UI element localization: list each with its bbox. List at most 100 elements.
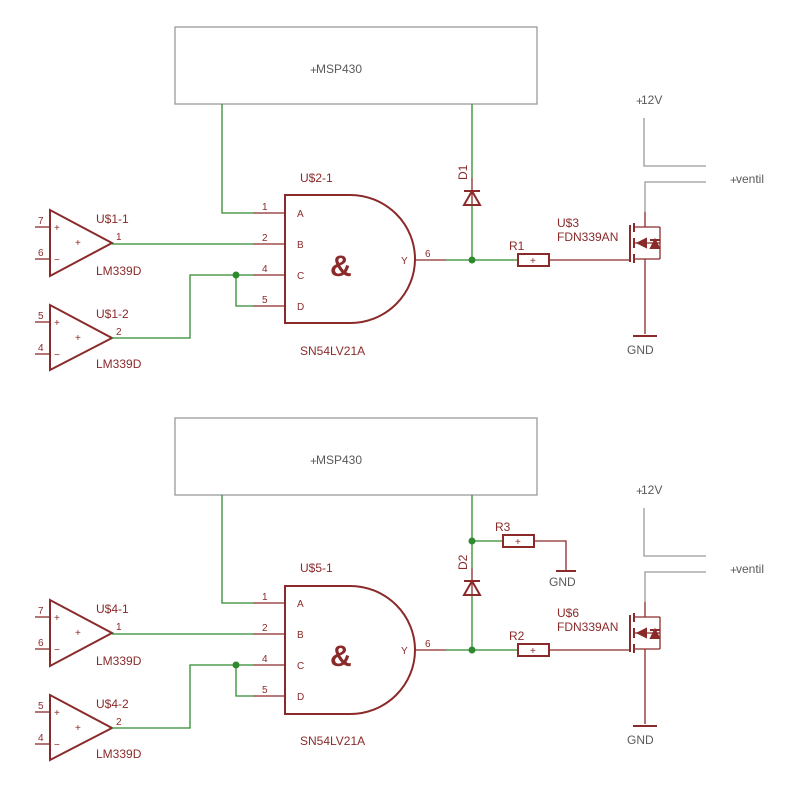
junction-out-2 — [468, 646, 476, 654]
comparator-2-2[interactable] — [49, 693, 115, 762]
resistor-ref-1: R1 — [509, 239, 525, 253]
mcu-block-2[interactable] — [174, 417, 538, 496]
gate-in-b-2: B — [297, 630, 304, 641]
junction-cd-2 — [232, 661, 240, 669]
comp-1-2-pinnum-minus: 6 — [38, 638, 44, 649]
wire-mcu-gate-2 — [221, 495, 253, 604]
gate-pinnum-6-1: 6 — [425, 249, 431, 260]
circuit-1: + MSP430 1 2 4 5 6 A B C D Y & U$2-1 SN5… — [35, 26, 764, 372]
valve-cross-1: + — [730, 173, 737, 187]
gate-pinnum-1-1: 1 — [262, 202, 268, 213]
comparator-1-1[interactable] — [49, 208, 115, 278]
comp-2-2-ref: U$4-2 — [96, 697, 129, 711]
mcu-cross-1: + — [310, 63, 317, 77]
valve-label-1: ventil — [736, 172, 764, 186]
gate-pinnum-5-2: 5 — [262, 685, 268, 696]
wire-mcu-gate-1 — [221, 104, 253, 214]
comp-2-2-pinnum-out: 2 — [116, 717, 122, 728]
gate-pinnum-1-2: 1 — [262, 592, 268, 603]
diode-2[interactable] — [462, 568, 482, 596]
supply-line-2 — [643, 508, 706, 557]
comparator-2-1[interactable] — [49, 303, 115, 372]
valve-line-2 — [644, 571, 706, 602]
gate-in-d-2: D — [297, 692, 304, 703]
gate-symbol-2: & — [330, 640, 352, 673]
wire-comp2-gate-2 — [112, 664, 253, 729]
resistor-2[interactable]: + — [517, 643, 550, 657]
svg-text:+: + — [530, 256, 536, 267]
comp-1-2-ref: U$4-1 — [96, 602, 129, 616]
mosfet-value-2: FDN339AN — [557, 620, 618, 634]
gate-pinnum-6-2: 6 — [425, 639, 431, 650]
mcu-block-1[interactable] — [174, 26, 538, 105]
and-gate-body-1[interactable] — [284, 194, 416, 324]
comp-2-2-value: LM339D — [96, 747, 142, 761]
ground-label-r3: GND — [549, 575, 576, 589]
comp-1-1-ref: U$1-1 — [96, 212, 129, 226]
diode-ref-2: D2 — [456, 554, 470, 570]
junction-r3-2 — [468, 537, 476, 545]
gate-ref-1: U$2-1 — [300, 171, 333, 185]
gate-in-a-1: A — [297, 209, 304, 220]
comp-1-1-out-sign: + — [75, 238, 81, 249]
mosfet-ref-1: U$3 — [557, 216, 579, 230]
comp-1-1-pinnum-minus: 6 — [38, 248, 44, 259]
svg-text:+: + — [530, 646, 536, 657]
valve-cross-2: + — [730, 563, 737, 577]
wire-r3-gnd — [534, 540, 567, 570]
supply-cross-1: + — [636, 94, 643, 108]
comp-1-1-value: LM339D — [96, 264, 142, 278]
comp-2-2-out-sign: + — [75, 723, 81, 734]
comp-2-1-ref: U$1-2 — [96, 307, 129, 321]
mcu-label-1: MSP430 — [316, 62, 362, 76]
mosfet-1[interactable] — [629, 212, 661, 334]
supply-cross-2: + — [636, 484, 643, 498]
gate-value-1: SN54LV21A — [300, 344, 365, 358]
comp-1-2-value: LM339D — [96, 654, 142, 668]
comp-1-1-sign-plus: + — [54, 223, 60, 234]
comp-1-2-sign-plus: + — [54, 613, 60, 624]
wire-comp2-gate-1 — [112, 274, 253, 339]
diode-ref-1: D1 — [456, 164, 470, 180]
resistor-r3[interactable]: + — [502, 534, 535, 548]
comp-2-2-sign-minus: − — [54, 740, 60, 751]
comparator-1-2[interactable] — [49, 598, 115, 668]
gate-in-d-1: D — [297, 302, 304, 313]
ground-label-1: GND — [627, 343, 654, 357]
comp-2-1-value: LM339D — [96, 357, 142, 371]
gate-ref-2: U$5-1 — [300, 561, 333, 575]
wire-c-d-bridge-1 — [235, 275, 253, 307]
comp-1-1-pinnum-out: 1 — [116, 232, 122, 243]
gate-symbol-1: & — [330, 250, 352, 283]
comp-1-2-sign-minus: − — [54, 645, 60, 656]
comp-1-2-out-sign: + — [75, 628, 81, 639]
mcu-label-2: MSP430 — [316, 453, 362, 467]
comp-2-1-pinnum-minus: 4 — [38, 343, 44, 354]
comp-2-2-pinnum-plus: 5 — [38, 701, 44, 712]
gate-in-c-2: C — [297, 661, 304, 672]
resistor-1[interactable]: + — [517, 253, 550, 267]
mosfet-ref-2: U$6 — [557, 606, 579, 620]
gate-out-y-1: Y — [401, 256, 408, 267]
valve-line-1 — [644, 181, 706, 212]
comp-1-2-pinnum-out: 1 — [116, 622, 122, 633]
gate-in-a-2: A — [297, 599, 304, 610]
gate-out-y-2: Y — [401, 646, 408, 657]
supply-label-1: 12V — [641, 93, 662, 107]
mosfet-2[interactable] — [629, 602, 661, 724]
gate-in-b-1: B — [297, 240, 304, 251]
gate-pinnum-4-2: 4 — [262, 654, 268, 665]
svg-text:+: + — [515, 537, 521, 548]
junction-cd-1 — [232, 271, 240, 279]
supply-label-2: 12V — [641, 483, 662, 497]
and-gate-body-2[interactable] — [284, 585, 416, 715]
diode-1[interactable] — [462, 178, 482, 206]
circuit-2: + MSP430 1 2 4 5 6 A B C D Y & U$5-1 SN5… — [35, 417, 764, 762]
comp-2-1-pinnum-out: 2 — [116, 327, 122, 338]
comp-2-2-sign-plus: + — [54, 708, 60, 719]
comp-1-1-sign-minus: − — [54, 255, 60, 266]
gate-pinnum-5-1: 5 — [262, 295, 268, 306]
comp-2-1-out-sign: + — [75, 333, 81, 344]
resistor-ref-2: R2 — [509, 629, 525, 643]
